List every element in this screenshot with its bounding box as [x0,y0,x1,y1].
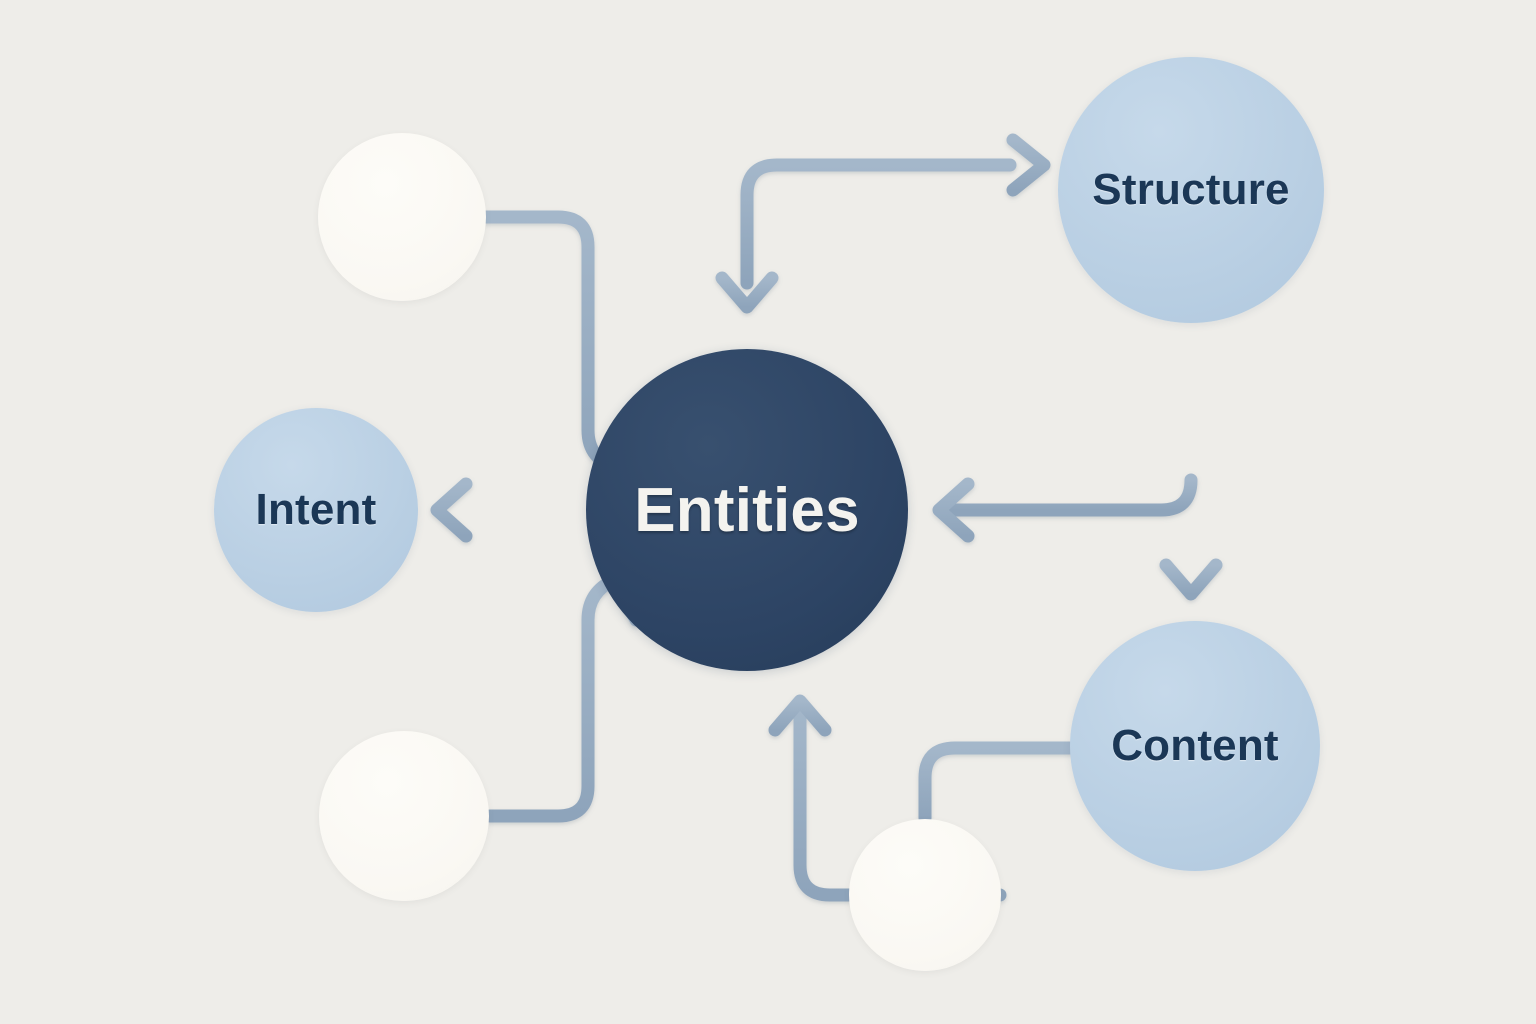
connector-upper-junction-arrow-down [715,271,779,314]
node-label-content: Content [1111,721,1279,770]
connector-blank-bottom-center-to-entities [793,698,1007,902]
connector-arrow-entities-right [932,477,975,543]
node-intent[interactable]: Intent [214,408,418,612]
node-label-structure: Structure [1092,165,1290,214]
node-structure[interactable]: Structure [1058,57,1324,323]
node-label-intent: Intent [255,485,377,534]
connector-structure-branch-left [935,473,1198,517]
node-entities[interactable]: Entities [586,349,908,671]
connector-arrow-intent [430,477,473,543]
connector-blank-bottom-center-to-content [918,741,1079,825]
connector-upper-junction-down [740,158,1017,290]
node-blank-bottom-center[interactable] [849,819,1001,971]
connector-upper-junction-arrow-right [1006,133,1051,197]
connector-arrow-entities-bottom [768,694,832,737]
node-blank-bottom-left[interactable] [319,731,489,901]
node-content[interactable]: Content [1070,621,1320,871]
connector-arrow-content-down [1159,558,1223,601]
connector-blank-bottom-left-to-entities [483,573,643,823]
node-blank-top-left[interactable] [318,133,486,301]
node-label-entities: Entities [634,475,860,545]
